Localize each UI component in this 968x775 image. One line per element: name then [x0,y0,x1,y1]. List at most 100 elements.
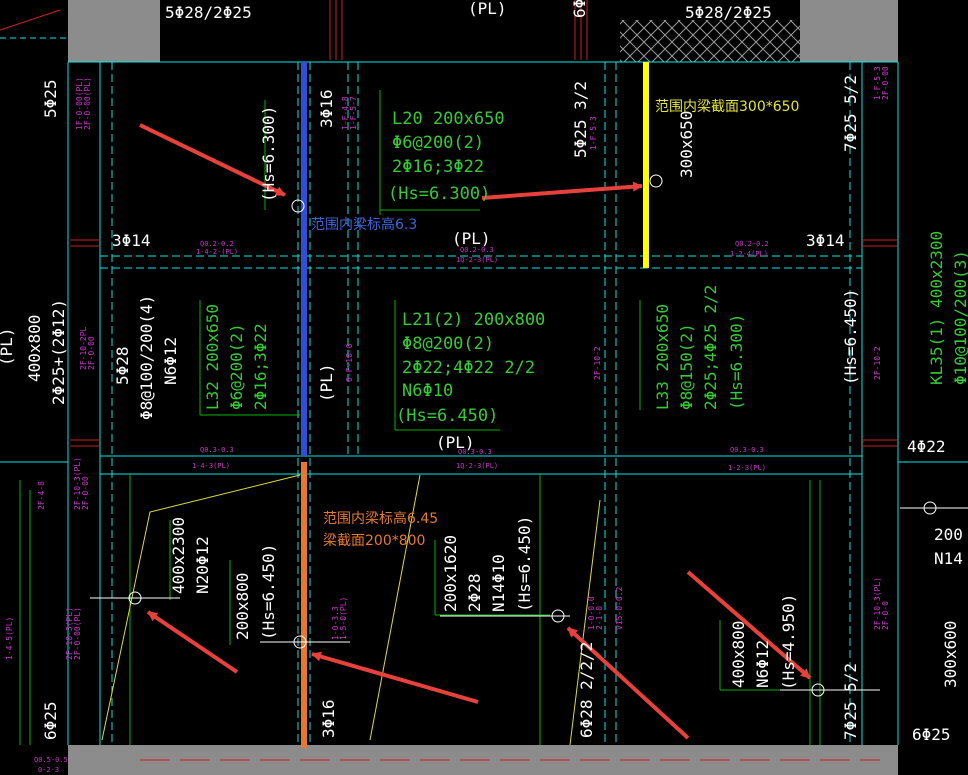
label-n14-right: N14 [934,549,963,568]
top-label-left: 5Φ28/2Φ25 [165,3,252,22]
L32-bars: 2Φ16;3Φ22 [251,323,270,410]
L33-bars: 2Φ25;4Φ25 2/2 [701,285,720,410]
svg-text:1-2-4(PL): 1-2-4(PL) [730,250,768,258]
label-3phi14-right: 3Φ14 [806,231,845,250]
red-arrows [139,123,812,740]
label-n14phi10: N14Φ10 [489,554,508,612]
svg-text:1-F-5-7: 1-F-5-7 [349,96,358,130]
beam-L20-annotation: L20 200x650 Φ6@200(2) 2Φ16;3Φ22 (Hs=6.30… [388,109,505,204]
svg-text:1-4-3(PL): 1-4-3(PL) [192,462,230,470]
svg-text:Q0.3-0.3: Q0.3-0.3 [200,446,234,454]
beam-outlines [0,37,968,745]
svg-text:1-F-5-3: 1-F-5-3 [589,116,598,150]
label-3phi14-left: 3Φ14 [112,231,151,250]
annotation-orange-2: 梁截面200*800 [323,533,425,549]
hatched-opening [620,20,800,62]
label-400x2300: 400x2300 [169,517,188,594]
svg-text:2F-0-00: 2F-0-00 [87,336,96,370]
beam-L32-annotation: L32 200x650 Φ6@200(2) 2Φ16;3Φ22 [203,304,270,410]
label-2phi28: 2Φ28 [465,573,484,612]
beam-L21-annotation: L21(2) 200x800 Φ8@200(2) 2Φ22;4Φ22 2/2 N… [396,310,545,426]
svg-text:V15-0-0.2: V15-0-0.2 [615,586,624,630]
label-pl-left: (PL) [0,327,16,366]
svg-text:Q0.2-0.3: Q0.2-0.3 [460,246,494,254]
arrow-left-bottom [146,610,239,674]
top-label-right: 5Φ28/2Φ25 [685,3,772,22]
L20-stirrup: Φ6@200(2) [392,133,484,153]
svg-text:Q0.3-0.3: Q0.3-0.3 [458,448,492,456]
svg-text:0-2-3: 0-2-3 [38,766,59,774]
L21-stirrup: Φ8@200(2) [402,334,494,354]
svg-text:2F-10-2PL: 2F-10-2PL [79,326,88,370]
label-6phi28: 6Φ28 2/2/2 [577,642,596,738]
label-300x600: 300x600 [941,621,960,688]
label-n6phi12: N6Φ12 [161,337,180,385]
svg-text:1Q-2-3(PL): 1Q-2-3(PL) [456,256,498,264]
label-6phi25-right: 6Φ25 [912,725,951,744]
label-7phi25-52: 7Φ25 5/2 [841,75,860,152]
arrow-to-yellow [481,181,643,200]
svg-text:1-4-2-(PL): 1-4-2-(PL) [196,248,238,256]
svg-text:2F-0-00: 2F-0-00 [81,476,90,510]
L33-stirrup: Φ8@150(2) [677,323,696,410]
svg-text:6-F-10-0: 6-F-10-0 [345,343,354,382]
svg-text:Q0.2-0.2: Q0.2-0.2 [200,240,234,248]
magenta-small-marks: Q0.2-0.2 1-4-2-(PL) Q0.2-0.3 1Q-2-3(PL) … [34,240,769,774]
svg-text:2F-0-00: 2F-0-00 [881,66,890,100]
svg-text:1-2-3(PL): 1-2-3(PL) [728,464,766,472]
label-6phi25-left: 6Φ25 [41,701,60,740]
top-label-mid: 6Φ [570,0,589,18]
beam-L33-annotation: L33 200x650 Φ8@150(2) 2Φ25;4Φ25 2/2 (Hs=… [653,285,746,410]
L33-name: L33 200x650 [653,304,672,410]
svg-text:2F-10-2: 2F-10-2 [593,346,602,380]
svg-text:1-0-3.3: 1-0-3.3 [331,606,340,640]
label-bars-left: 2Φ25+(2Φ12) [49,299,68,405]
L33-hs: (Hs=6.300) [727,314,746,410]
label-300x650: 300x650 [677,111,696,178]
label-pl-mid2: (PL) [317,363,336,402]
svg-text:2F-10-2: 2F-10-2 [873,346,882,380]
svg-text:Q0.5-0.5: Q0.5-0.5 [34,756,68,764]
svg-text:2F-10-3(PL): 2F-10-3(PL) [65,607,74,660]
annotation-orange-1: 范围内梁标高6.45 [323,510,438,527]
svg-text:1-0-0.0: 1-0-0.0 [587,596,596,630]
L32-stirrup: Φ6@200(2) [227,323,246,410]
white-labels-rotated: 5Φ25 (Hs=6.300) 3Φ16 5Φ25 3/2 300x650 7Φ… [0,75,960,740]
wall-top-left [68,0,160,62]
arrow-orange [311,651,479,704]
svg-text:2F-4-8: 2F-4-8 [37,481,46,510]
label-pl-low: (PL) [436,433,475,452]
label-hs6300: (Hs=6.300) [259,106,278,202]
label-hs4950: (Hs=4.950) [779,594,798,690]
L20-hs: (Hs=6.300) [388,184,490,204]
wall-top-right [800,0,898,62]
top-label-center: (PL) [468,0,507,18]
label-7phi25-52-b: 7Φ25 5/2 [841,663,860,740]
red-marks [0,0,898,761]
arrow-to-blue [139,123,286,197]
label-hs6450-b: (Hs=6.450) [515,516,534,612]
label-stirrup-left: Φ8@100/200(4) [137,295,156,420]
annotation-yellow: 范围内梁截面300*650 [655,98,799,115]
label-3phi16-bot: 3Φ16 [319,699,338,738]
L32-name: L32 200x650 [203,304,222,410]
svg-text:1-4-5(PL): 1-4-5(PL) [5,617,14,660]
svg-text:1Q-2-3(PL): 1Q-2-3(PL) [456,462,498,470]
label-200-right: 200 [934,525,963,544]
L21-name: L21(2) 200x800 [402,310,545,330]
label-4phi22: 4Φ22 [907,437,946,456]
svg-text:2F-0-00(PL): 2F-0-00(PL) [73,607,82,660]
label-pl-mid: (PL) [452,229,491,248]
svg-text:1-F-5-3: 1-F-5-3 [873,66,882,100]
label-n6phi12-right: N6Φ12 [753,640,772,688]
L21-bars: 2Φ22;4Φ22 2/2 [402,358,535,378]
label-hs6450-right: (Hs=6.450) [841,289,860,385]
svg-text:1-F-4-8: 1-F-4-8 [341,96,350,130]
svg-text:1-5-0(PL): 1-5-0(PL) [339,597,348,640]
yellow-guides [101,474,601,746]
annotation-blue: 范围内梁标高6.3 [311,216,417,233]
leader-circles [90,174,968,697]
KL35-stirrup: Φ10@100/200(3) [951,250,968,385]
label-200x1620: 200x1620 [441,535,460,612]
